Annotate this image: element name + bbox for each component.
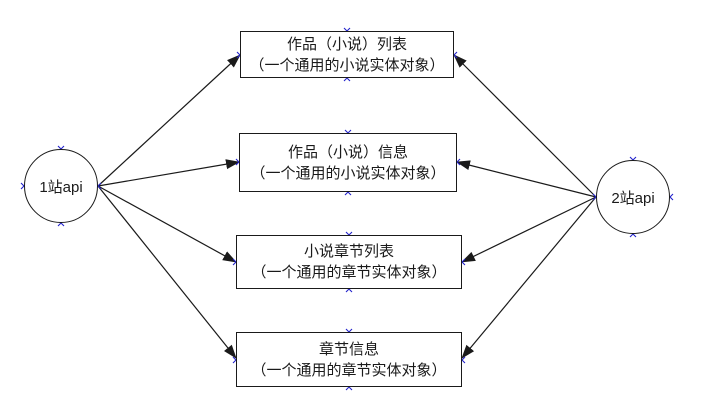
box-novel-info: 作品（小说）信息 （一个通用的小说实体对象）	[239, 133, 457, 192]
node-site1-api: 1站api	[24, 149, 98, 223]
box-chapter-list-subtitle: （一个通用的章节实体对象）	[251, 264, 447, 281]
box-novel-list-subtitle: （一个通用的小说实体对象）	[249, 56, 445, 74]
box-novel-info-subtitle: （一个通用的小说实体对象）	[250, 164, 446, 182]
node-site2-api: 2站api	[596, 160, 670, 234]
arrows-from-site1	[97, 54, 241, 359]
box-chapter-list: 小说章节列表 （一个通用的章节实体对象）	[236, 235, 462, 289]
node-site1-label: 1站api	[39, 178, 83, 196]
box-chapter-info-title: 章节信息	[318, 340, 379, 358]
box-chapter-list-title: 小说章节列表	[303, 243, 394, 260]
node-site2-label: 2站api	[611, 189, 655, 207]
box-novel-list-title: 作品（小说）列表	[286, 35, 407, 53]
box-novel-list: 作品（小说）列表 （一个通用的小说实体对象）	[240, 31, 454, 78]
arrows-from-site2	[453, 54, 597, 359]
box-chapter-info-subtitle: （一个通用的章节实体对象）	[251, 361, 447, 379]
box-novel-info-title: 作品（小说）信息	[287, 143, 408, 161]
box-chapter-info: 章节信息 （一个通用的章节实体对象）	[236, 332, 462, 387]
